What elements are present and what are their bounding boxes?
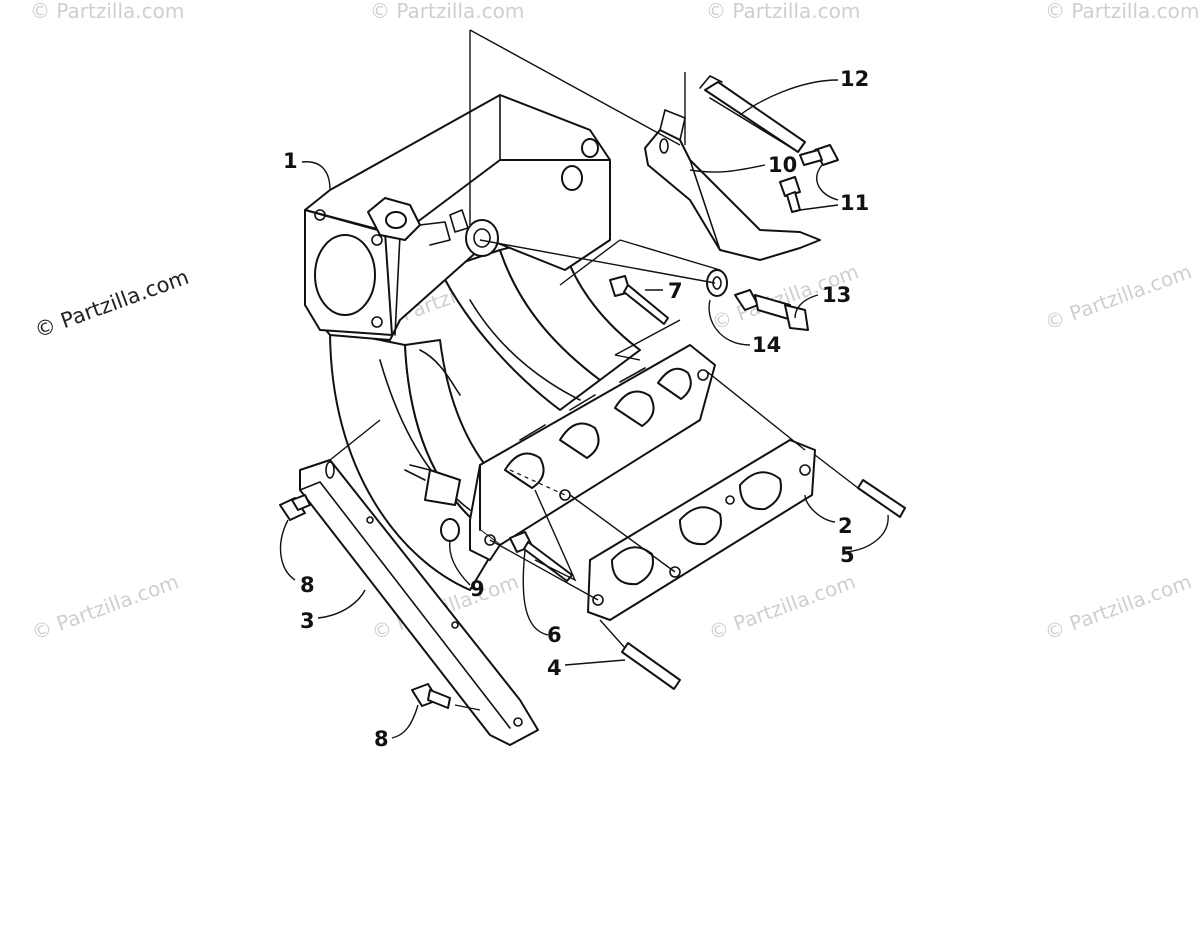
watermark-text: © Partzilla.com — [29, 569, 182, 644]
callout-8-lower: 8 — [374, 727, 389, 751]
callout-labels: 1 2 3 4 5 6 7 8 8 9 10 11 12 13 14 — [283, 67, 869, 751]
flange-bolt-7 — [609, 275, 669, 325]
hex-bolt-upper — [799, 144, 839, 166]
stud-5 — [857, 479, 906, 518]
watermark-text: © Partzilla.com — [706, 569, 859, 644]
callout-leaders — [279, 79, 889, 739]
manifold-flange — [404, 344, 716, 561]
assembly-lines — [329, 29, 859, 649]
callout-4: 4 — [547, 656, 562, 680]
flange-bolt-6 — [509, 531, 573, 582]
hex-bolt-lower — [779, 176, 801, 213]
callout-6: 6 — [547, 623, 562, 647]
watermark-text: © Partzilla.com — [1042, 259, 1195, 334]
washer-9 — [440, 518, 460, 542]
watermark-text: © Partzilla.com — [370, 0, 524, 23]
callout-8-upper: 8 — [300, 573, 315, 597]
bracket-bolt-lower — [411, 683, 451, 709]
callout-11: 11 — [840, 191, 869, 215]
stud-4 — [621, 642, 681, 690]
heat-shield-bracket — [644, 109, 821, 261]
watermark-prominent: © Partzilla.com — [32, 265, 192, 343]
callout-13: 13 — [822, 283, 851, 307]
watermark-text: © Partzilla.com — [706, 0, 860, 23]
callout-7: 7 — [668, 279, 683, 303]
watermark-text: © Partzilla.com — [1042, 569, 1195, 644]
callout-5: 5 — [840, 543, 855, 567]
callout-3: 3 — [300, 609, 315, 633]
clamp-strip — [699, 75, 806, 153]
callout-2: 2 — [838, 514, 853, 538]
callout-14: 14 — [752, 333, 781, 357]
callout-12: 12 — [840, 67, 869, 91]
callout-1: 1 — [283, 149, 298, 173]
watermark-text: © Partzilla.com — [1045, 0, 1199, 23]
exhaust-gasket — [587, 439, 816, 621]
bracket-bolt-upper — [279, 494, 311, 521]
callout-9: 9 — [470, 577, 485, 601]
sealing-washer — [706, 269, 728, 297]
support-bracket — [299, 459, 539, 746]
callout-10: 10 — [768, 153, 797, 177]
watermark-text: © Partzilla.com — [30, 0, 184, 23]
